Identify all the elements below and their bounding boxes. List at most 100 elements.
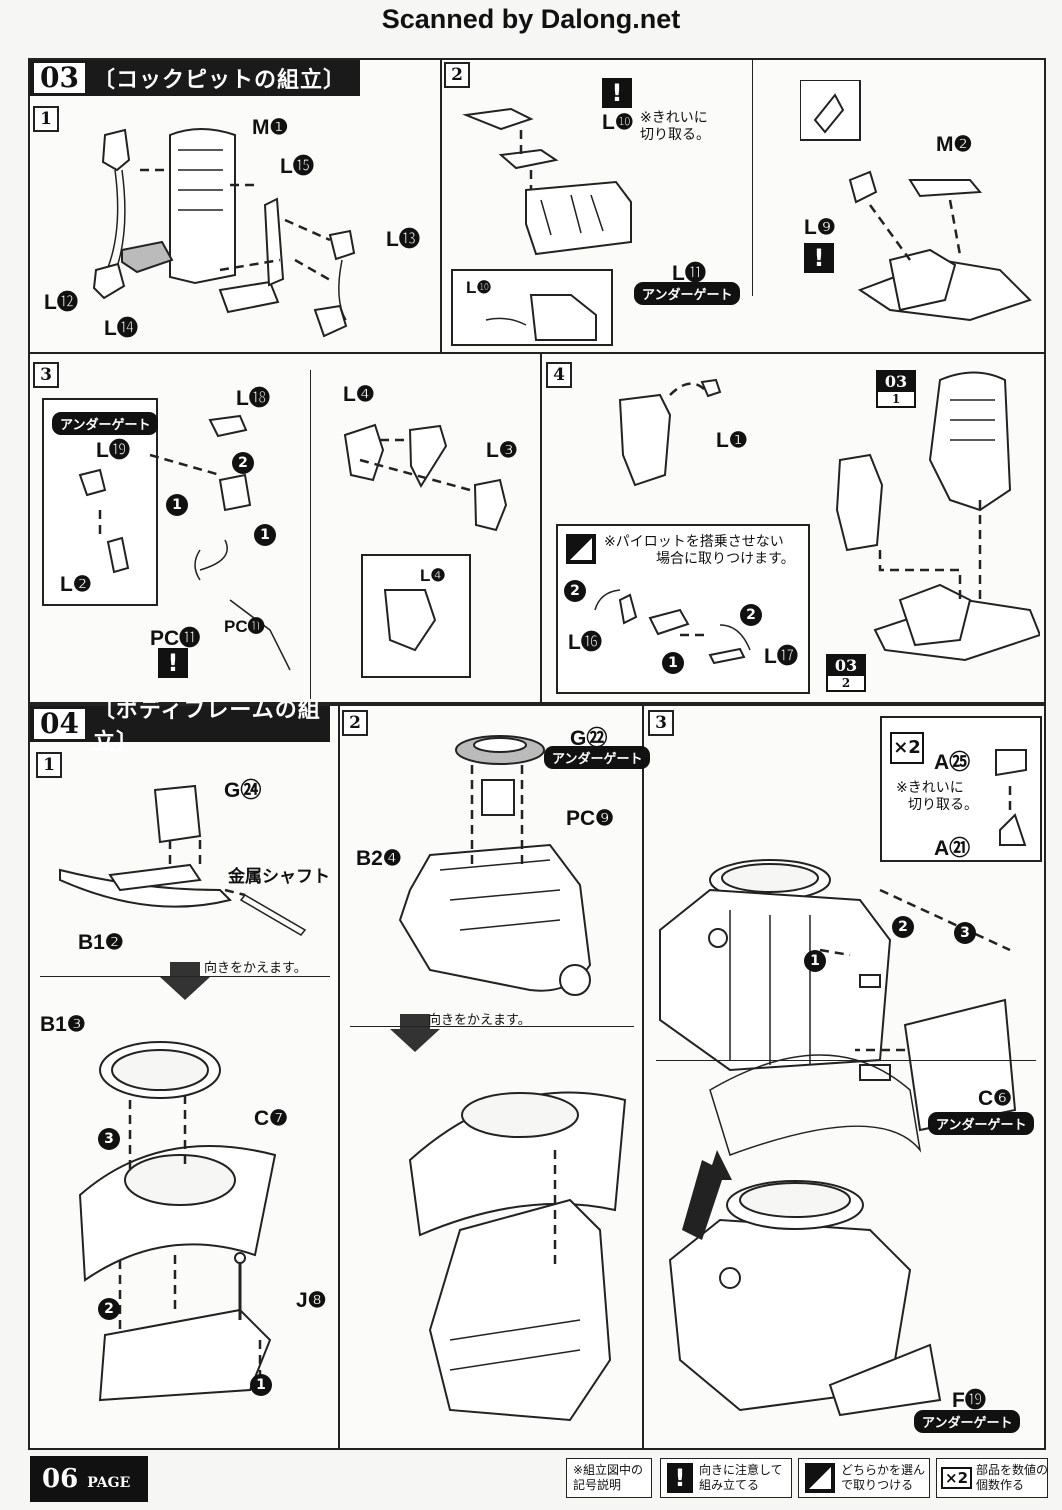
turn-arrow xyxy=(390,1014,440,1052)
part-label-a25: A㉕ xyxy=(934,751,971,774)
trim-note: ※きれいに切り取る。 xyxy=(640,110,710,143)
section-number: 04 xyxy=(34,709,85,739)
part-label-l15: L⓯ xyxy=(280,155,314,178)
under-gate-badge: アンダーゲート xyxy=(914,1410,1021,1433)
part-label-pc11: PC⓫ xyxy=(150,627,201,650)
caution-icon: ! xyxy=(602,78,632,108)
body-assembly-diagram xyxy=(659,859,1017,1417)
step-order-1: 1 xyxy=(804,950,826,972)
under-gate-badge: アンダーゲート xyxy=(52,412,159,435)
step-order-1: 1 xyxy=(662,652,684,674)
part-label-l1: L❶ xyxy=(716,429,748,452)
part-label-l13: L⓭ xyxy=(386,228,420,251)
step-number: 2 xyxy=(444,62,470,88)
choose-icon xyxy=(566,534,596,564)
divider xyxy=(752,60,753,296)
part-label-l3: L❸ xyxy=(486,439,518,462)
step-order-2: 2 xyxy=(98,1298,120,1320)
optional-note: ※パイロットを搭乗させない場合に取りつけます。 xyxy=(604,534,795,567)
step-order-3: 3 xyxy=(954,922,976,944)
caution-icon: ! xyxy=(158,648,188,678)
section-03-header: 03 〔コックピットの組立〕 xyxy=(30,60,360,96)
part-label-c7: C❼ xyxy=(254,1107,288,1130)
turn-arrow xyxy=(160,962,210,1000)
part-label-l10-detail: L❿ xyxy=(466,278,492,297)
page-number: 06 PAGE xyxy=(30,1456,148,1502)
x2-icon: ×2 xyxy=(941,1467,973,1489)
step-number: 1 xyxy=(33,106,59,132)
part-label-g24: G㉔ xyxy=(224,779,262,802)
divider xyxy=(40,976,330,977)
cockpit-assembly-diagram xyxy=(800,80,1032,322)
frame-ring-diagram xyxy=(78,1041,277,1402)
part-label-m2: M❷ xyxy=(936,133,973,156)
section-number: 03 xyxy=(34,63,85,93)
caution-icon: ! xyxy=(804,243,834,273)
part-label-l9: L❾ xyxy=(804,216,836,239)
seat-rails-diagram xyxy=(594,589,751,665)
step-order-2: 2 xyxy=(232,452,254,474)
divider xyxy=(642,704,644,1450)
turn-over-note: 向きをかえます。 xyxy=(428,1013,531,1028)
step-order-2: 2 xyxy=(564,580,586,602)
caution-icon: ! xyxy=(667,1463,693,1493)
scanner-credit: Scanned by Dalong.net xyxy=(381,4,681,34)
step-number: 2 xyxy=(342,710,368,736)
part-label-l19: L⓳ xyxy=(96,439,130,462)
divider xyxy=(350,1026,634,1027)
trim-parts-diagram xyxy=(995,749,1027,846)
frame-shaft-diagram xyxy=(59,784,307,936)
divider xyxy=(440,58,442,354)
step-order-1: 1 xyxy=(250,1374,272,1396)
grip-assembly-diagram xyxy=(343,423,508,678)
divider xyxy=(656,1060,1036,1061)
x2-icon: ×2 xyxy=(890,732,924,764)
step-number: 4 xyxy=(546,362,572,388)
part-label-l12: L⓬ xyxy=(44,291,78,314)
step-order-2: 2 xyxy=(892,916,914,938)
divider xyxy=(28,352,1046,354)
part-label-l4-detail: L❹ xyxy=(420,566,446,585)
legend-quantity: ×2 部品を数値の個数作る xyxy=(936,1458,1048,1498)
legend-choose: どちらかを選んで取りつける xyxy=(798,1458,930,1498)
part-label-g22: G㉒ xyxy=(570,727,608,750)
divider xyxy=(310,370,311,700)
step-order-2: 2 xyxy=(740,604,762,626)
legend-caution: ! 向きに注意して組み立てる xyxy=(660,1458,792,1498)
part-label-pc11-detail: PC⓫ xyxy=(224,617,265,636)
under-gate-badge: アンダーゲート xyxy=(634,282,741,305)
divider xyxy=(540,352,542,704)
part-label-l10: L❿ xyxy=(602,111,634,134)
part-label-l18: L⓲ xyxy=(236,387,270,410)
step-number: 1 xyxy=(36,752,62,778)
cockpit-base-diagram xyxy=(451,107,632,346)
part-label-b2-4: B2❹ xyxy=(356,847,402,870)
turn-over-note: 向きをかえます。 xyxy=(204,961,307,976)
choose-icon xyxy=(805,1463,835,1493)
divider xyxy=(338,704,340,1450)
step-number: 3 xyxy=(648,710,674,736)
part-label-b1-2: B1❷ xyxy=(78,931,124,954)
part-label-pc9: PC❾ xyxy=(566,807,614,830)
body-frame-diagram xyxy=(398,735,627,1422)
part-label-m1: M❶ xyxy=(252,116,289,139)
part-label-l17: L⓱ xyxy=(764,645,798,668)
part-label-l11: L⓫ xyxy=(672,262,706,285)
part-label-l4: L❹ xyxy=(343,383,375,406)
part-label-f19: F⓳ xyxy=(952,1389,986,1412)
lever-diagram xyxy=(78,414,291,671)
step-order-3: 3 xyxy=(98,1128,120,1150)
part-label-l14: L⓮ xyxy=(104,317,138,340)
under-gate-badge: アンダーゲート xyxy=(544,746,651,769)
part-label-b1-3: B1❸ xyxy=(40,1013,86,1036)
section-title: 〔ボディフレームの組立〕 xyxy=(92,698,321,755)
cockpit-final-diagram xyxy=(618,371,1040,662)
section-title: 〔コックピットの組立〕 xyxy=(92,68,346,93)
part-label-metal-shaft: 金属シャフト xyxy=(228,867,330,886)
part-label-l16: L⓰ xyxy=(568,631,602,654)
part-label-l2: L❷ xyxy=(60,573,92,596)
part-label-c6: C❻ xyxy=(978,1087,1012,1110)
part-label-j8: J❽ xyxy=(296,1289,327,1312)
